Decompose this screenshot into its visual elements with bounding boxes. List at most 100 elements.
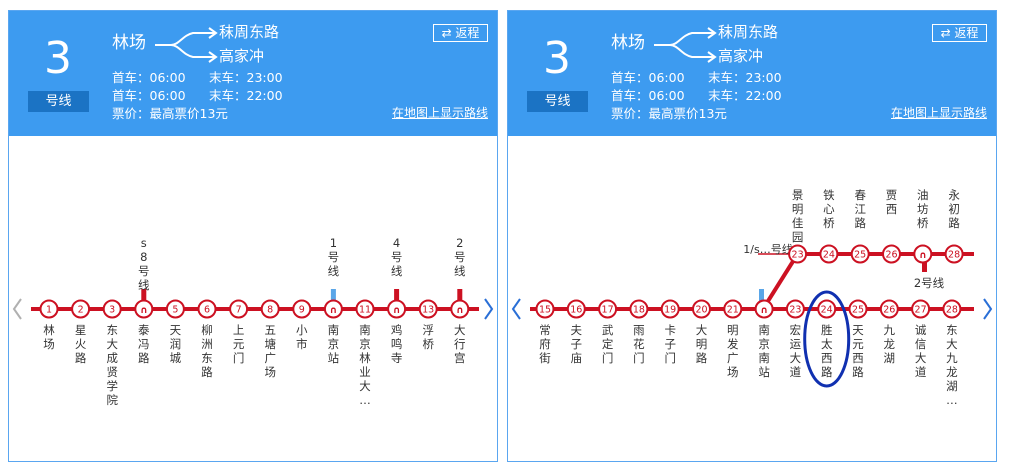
station-name: 小市 [296, 323, 308, 351]
station-name: 南京林业大… [359, 323, 371, 407]
station-circle [788, 244, 808, 264]
station-marker[interactable]: ∩ [387, 299, 407, 319]
station-number: 26 [885, 250, 897, 261]
station-number: 25 [852, 305, 864, 316]
station-marker[interactable]: 5 [165, 299, 185, 319]
station-marker[interactable]: 2 [71, 299, 91, 319]
station-number: 13 [422, 305, 434, 316]
station-number: 24 [823, 250, 835, 261]
station-marker[interactable]: 24 [817, 299, 837, 319]
last-train-2: 末车：22:00 [708, 88, 782, 103]
station-name: 明发广场 [727, 323, 739, 379]
station-circle [942, 299, 962, 319]
station-marker[interactable]: ∩ [323, 299, 343, 319]
line-panel-right: 3 号线 林场 秣周东路 高家冲 首车：06:00 末车：23:00 首车：06… [507, 10, 997, 462]
station-name: 东大九龙湖… [946, 323, 958, 407]
station-marker[interactable]: ∩ [134, 299, 154, 319]
fare-info: 票价：最高票价13元 [112, 106, 228, 121]
station-name: 浮桥 [422, 323, 434, 351]
metro-transfer-icon: ∩ [919, 250, 927, 261]
station-marker[interactable]: ∩ [754, 299, 774, 319]
transfer-stub [759, 289, 764, 301]
line-header: 3 号线 林场 秣周东路 高家冲 首车：06:00 末车：23:00 首车：06… [9, 11, 497, 136]
line-header: 3 号线 林场 秣周东路 高家冲 首车：06:00 末车：23:00 首车：06… [508, 11, 996, 136]
station-marker[interactable]: ∩ [450, 299, 470, 319]
station-name: 泰冯路 [138, 323, 150, 365]
station-name: 天润城 [170, 323, 182, 365]
station-marker[interactable]: 26 [882, 244, 901, 264]
station-marker[interactable]: 18 [629, 299, 649, 319]
first-train-1: 首车：06:00 [112, 70, 186, 85]
station-name: 卡子门 [664, 323, 676, 365]
station-number: 3 [109, 305, 115, 316]
station-marker[interactable]: 24 [819, 244, 839, 264]
station-number: 23 [792, 250, 804, 261]
station-marker[interactable]: 20 [692, 299, 711, 319]
station-circle [387, 299, 407, 319]
first-train-2: 首车：06:00 [112, 88, 186, 103]
station-name: 胜太西路 [821, 323, 833, 379]
station-number: 7 [236, 305, 242, 316]
station-circle [535, 299, 555, 319]
transfer-line-label: 2号线 [914, 276, 945, 290]
station-marker[interactable]: 26 [879, 299, 899, 319]
chevron-right-icon[interactable] [484, 298, 494, 320]
station-marker[interactable]: 27 [911, 299, 931, 319]
metro-transfer-icon: ∩ [140, 305, 148, 316]
station-marker[interactable]: 23 [785, 299, 805, 319]
station-marker[interactable]: 25 [848, 299, 868, 319]
station-marker[interactable]: 28 [944, 244, 964, 264]
station-marker[interactable]: 6 [197, 299, 217, 319]
station-marker[interactable]: 7 [229, 299, 249, 319]
chevron-left-icon[interactable] [511, 298, 521, 320]
transfer-stub [141, 289, 147, 301]
station-marker[interactable]: ∩ [913, 244, 933, 264]
highlight-ellipse [803, 290, 851, 388]
station-marker[interactable]: 15 [535, 299, 555, 319]
station-number: 20 [695, 305, 707, 316]
line-number: 3 [44, 33, 72, 84]
station-name: 五塘广场 [264, 323, 276, 379]
station-marker[interactable]: 8 [260, 299, 280, 319]
station-name: 宏运大道 [790, 323, 802, 379]
station-circle [450, 299, 470, 319]
station-circle [819, 244, 839, 264]
station-marker[interactable]: 13 [418, 299, 438, 319]
station-number: 28 [946, 305, 958, 316]
station-marker[interactable]: 3 [102, 299, 122, 319]
last-train-1: 末车：23:00 [708, 70, 782, 85]
chevron-right-icon[interactable] [983, 298, 993, 320]
station-marker[interactable]: 25 [850, 244, 870, 264]
return-button[interactable]: ⇄ 返程 [932, 24, 987, 42]
station-circle [292, 299, 312, 319]
station-circle [598, 299, 618, 319]
station-number: 2 [78, 305, 84, 316]
chevron-left-icon[interactable] [12, 298, 22, 320]
station-marker[interactable]: 17 [598, 299, 618, 319]
station-marker[interactable]: 28 [942, 299, 962, 319]
last-train-1: 末车：23:00 [209, 70, 283, 85]
return-button[interactable]: ⇄ 返程 [433, 24, 488, 42]
station-name: 大行宫 [454, 323, 466, 365]
line-panel-left: 3 号线 林场 秣周东路 高家冲 首车：06:00 末车：23:00 首车：06… [8, 10, 498, 462]
station-marker[interactable]: 19 [660, 299, 680, 319]
station-circle [229, 299, 249, 319]
station-number: 17 [602, 305, 614, 316]
station-number: 28 [948, 250, 960, 261]
station-marker[interactable]: 21 [723, 299, 743, 319]
show-on-map-link[interactable]: 在地图上显示路线 [391, 106, 488, 120]
station-circle [71, 299, 91, 319]
show-on-map-link[interactable]: 在地图上显示路线 [890, 106, 987, 120]
station-marker[interactable]: 11 [355, 299, 375, 319]
station-circle [629, 299, 649, 319]
station-circle [785, 299, 805, 319]
station-circle [39, 299, 59, 319]
station-marker[interactable]: 16 [566, 299, 586, 319]
station-circle [850, 244, 870, 264]
station-marker[interactable]: 23 [788, 244, 808, 264]
station-number: 11 [359, 305, 371, 316]
station-circle [323, 299, 343, 319]
route-fork-icon [654, 27, 717, 63]
station-marker[interactable]: 1 [39, 299, 59, 319]
station-marker[interactable]: 9 [292, 299, 312, 319]
